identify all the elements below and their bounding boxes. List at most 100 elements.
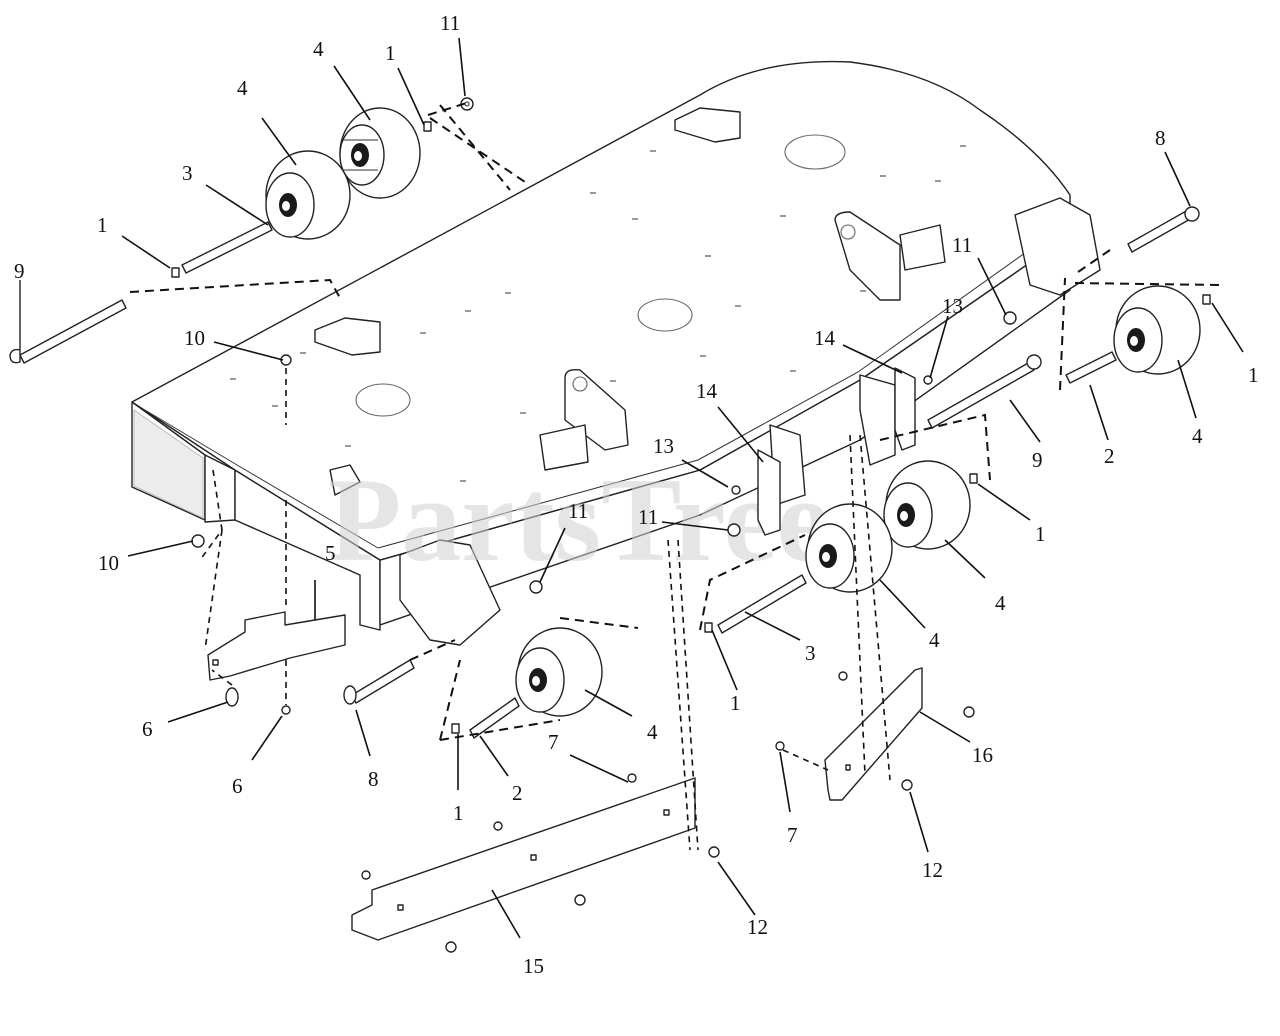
- bolt-7-right: [775, 741, 785, 751]
- nut-15-a: [574, 894, 586, 906]
- callouts: 11 4 1 4 3 1 9 10 10 5 6 6 8 11 4 1 2 7 …: [14, 11, 1259, 978]
- bolt-15-a: [493, 821, 503, 831]
- callout-11-right: 11: [952, 233, 972, 257]
- pin-9-right: [927, 361, 1035, 429]
- callout-10-bottom: 10: [98, 551, 119, 575]
- nut-right: [963, 706, 975, 718]
- callout-6-b: 6: [232, 774, 243, 798]
- deck-spindle-hole-center: [637, 298, 693, 332]
- nut-12-right: [901, 779, 913, 791]
- wheel-front-low: [515, 627, 603, 717]
- callout-7-low: 7: [548, 730, 559, 754]
- deck-front-clip: [329, 464, 361, 496]
- callout-7-right: 7: [787, 823, 798, 847]
- washer-11-right: [1003, 311, 1017, 325]
- washer-11-center: [727, 523, 741, 537]
- wheel-right-rear: [1113, 285, 1201, 375]
- callout-2-right: 2: [1104, 444, 1115, 468]
- deck-spindle-hole-left: [355, 383, 411, 417]
- callout-4-center-a: 4: [995, 591, 1006, 615]
- spacer-3-center: [717, 574, 807, 634]
- clip-1-left: [171, 267, 180, 278]
- clip-1-top: [423, 121, 432, 132]
- callout-13-mid: 13: [653, 434, 674, 458]
- deck-slots: [230, 145, 966, 482]
- wheel-top-front: [265, 150, 351, 240]
- bolt-6-b: [281, 705, 291, 715]
- callout-12-right: 12: [922, 858, 943, 882]
- callout-1-center: 1: [730, 691, 741, 715]
- spacer-2-front: [469, 697, 520, 739]
- clip-1-right: [1202, 294, 1211, 305]
- callout-14-right: 14: [814, 326, 836, 350]
- baffle-5: [207, 611, 346, 681]
- plate-14-mid: [757, 449, 781, 536]
- callout-11-mid: 11: [568, 499, 588, 523]
- callout-12-low: 12: [747, 915, 768, 939]
- callout-4-center-b: 4: [929, 628, 940, 652]
- deck-bracket-rear: [674, 107, 741, 143]
- deck-bracket-center-a: [539, 424, 589, 471]
- callout-5: 5: [325, 541, 336, 565]
- deck-front-edge: [144, 409, 379, 549]
- clip-1-low-center: [704, 622, 713, 633]
- deck-spindle-hole-right: [784, 134, 846, 170]
- deck-mount-plate-right-mid: [859, 374, 896, 466]
- assembly-dashed-lines: [129, 101, 1221, 851]
- deck-top-surface: [131, 60, 1071, 561]
- callout-11-top: 11: [440, 11, 460, 35]
- callout-4-right: 4: [1192, 424, 1203, 448]
- callout-4-top-b: 4: [313, 37, 324, 61]
- leader-lines: [121, 37, 1244, 939]
- deck-bracket-left: [314, 317, 381, 356]
- spacer-3-top: [181, 221, 273, 274]
- callout-8-right: 8: [1155, 126, 1166, 150]
- pin-8-front: [351, 659, 415, 704]
- callout-3-center: 3: [805, 641, 816, 665]
- callout-16: 16: [972, 743, 993, 767]
- callout-1-top: 1: [385, 41, 396, 65]
- pin-9-left-handle: [9, 280, 21, 364]
- pin-9-left: [19, 299, 127, 364]
- callout-10-top: 10: [184, 326, 205, 350]
- callout-1-right-mid: 1: [1035, 522, 1046, 546]
- callout-9-right: 9: [1032, 448, 1043, 472]
- callout-8-bottom: 8: [368, 767, 379, 791]
- washer-11-mid: [529, 580, 543, 594]
- callout-15: 15: [523, 954, 544, 978]
- callout-6-a: 6: [142, 717, 153, 741]
- bolt-right-upper: [838, 671, 848, 681]
- deck-right-edge: [377, 227, 1061, 549]
- washer-10-bottom: [191, 534, 205, 548]
- pin-6-a: [225, 687, 239, 707]
- deck-bracket-right-a: [899, 224, 946, 271]
- callout-14-mid: 14: [696, 379, 718, 403]
- clip-1-right-mid: [969, 473, 978, 484]
- baffle-16: [824, 667, 923, 801]
- deck-mount-plate-front: [399, 539, 501, 646]
- callout-2-low: 2: [512, 781, 523, 805]
- baffle-15: [351, 777, 696, 941]
- plate-14-right: [894, 367, 916, 451]
- deck-left-skirt-shade: [133, 409, 204, 519]
- callout-1-right: 1: [1248, 363, 1259, 387]
- callout-13-right: 13: [942, 294, 963, 318]
- spacer-2-right: [1065, 351, 1117, 384]
- clip-1-low: [451, 723, 460, 734]
- callout-1-low: 1: [453, 801, 464, 825]
- callout-11-center: 11: [638, 505, 658, 529]
- bolt-15-b: [361, 870, 371, 880]
- wheel-right-center-a: [883, 460, 971, 550]
- callout-4-mid-low: 4: [647, 720, 658, 744]
- nut-15-b: [445, 941, 457, 953]
- callout-9-left: 9: [14, 259, 25, 283]
- bolt-13-mid: [731, 485, 741, 495]
- wheel-top-rear: [339, 107, 421, 199]
- callout-1-left: 1: [97, 213, 108, 237]
- nut-12-low: [708, 846, 720, 858]
- pin-8-right: [1127, 209, 1193, 253]
- callout-4-top-a: 4: [237, 76, 248, 100]
- bolt-7-low: [627, 773, 637, 783]
- callout-3-top: 3: [182, 161, 193, 185]
